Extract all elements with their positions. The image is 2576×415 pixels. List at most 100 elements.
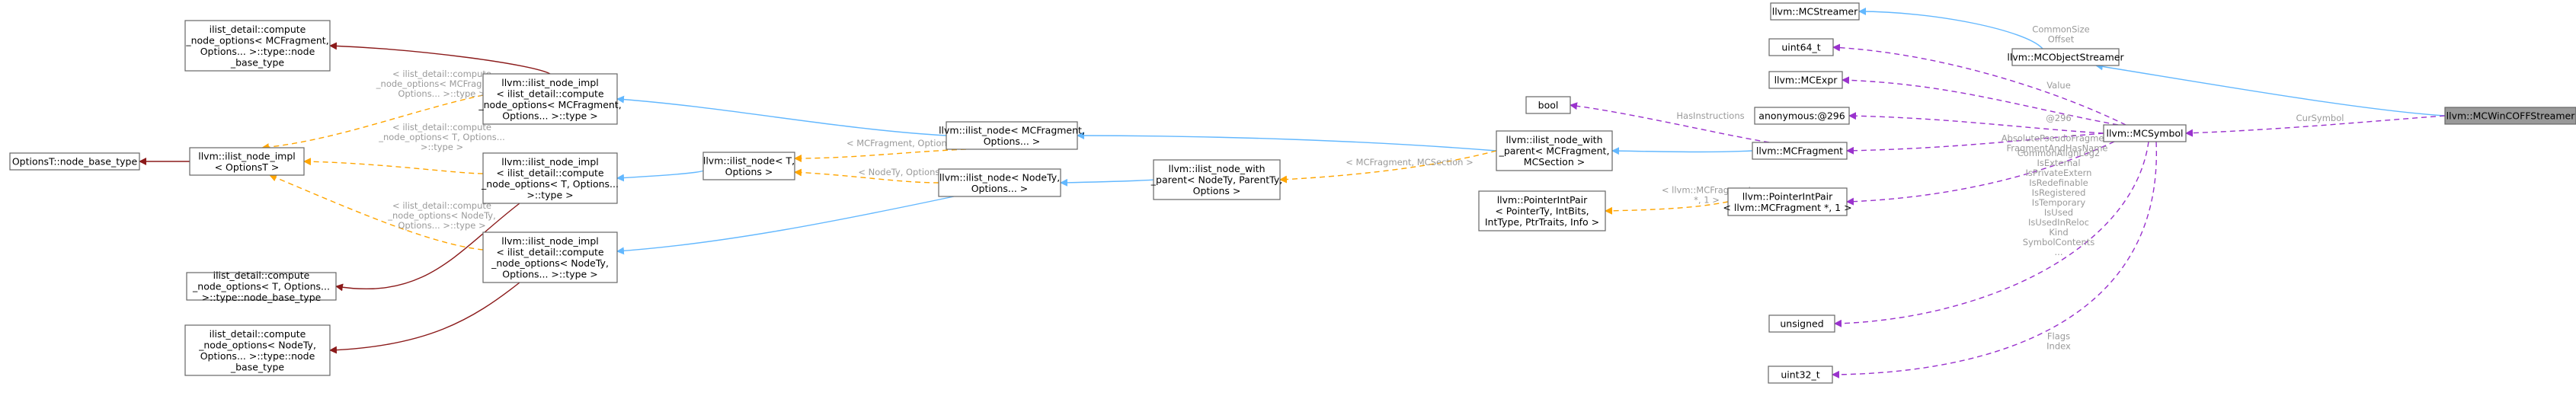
node-label-line: llvm::MCWinCOFFStreamer [2446,110,2576,122]
node-box [2103,124,2187,142]
node-label-line: llvm::MCFragment [1756,145,1843,157]
node-cno-nodety[interactable]: ilist_detail::compute_node_options< Node… [184,324,331,376]
node-label-line: anonymous:@296 [1758,110,1845,122]
edge-labels-layer: CurSymbolCommonSizeOffsetValue@296HasIns… [376,24,2344,352]
node-impl-t[interactable]: llvm::ilist_node_impl< ilist_detail::com… [481,152,619,204]
node-impl-nodety[interactable]: llvm::ilist_node_impl< ilist_detail::com… [482,231,618,283]
edge-impl-frag-to-impl-base [261,94,484,152]
node-pip-frag[interactable]: llvm::PointerIntPair< llvm::MCFragment *… [1723,187,1852,216]
edge-impl-t-to-impl-base [303,158,484,174]
node-label-line: < OptionsT > [215,161,280,173]
node-label-line: llvm::MCSymbol [2106,128,2183,139]
edge-label-line: AbsolutePseudoFragment [2002,133,2114,144]
node-label-line: _base_type [230,361,285,372]
node-box [9,152,140,171]
node-box [482,73,618,125]
node-optionst[interactable]: OptionsT::node_base_type [9,152,140,171]
edge-mcsymbol-to-unsigned [1834,141,2149,327]
node-wincoff[interactable]: llvm::MCWinCOFFStreamer [2444,107,2576,125]
node-bool[interactable]: bool [1525,96,1571,114]
edge-label-hasinstr: HasInstructions [1676,110,1744,121]
node-label-line: Options... >::type > [502,268,597,279]
node-box [1752,142,1848,160]
edge-node-nodety-to-impl-nodety [616,196,955,255]
node-mcstreamer[interactable]: llvm::MCStreamer [1770,2,1860,21]
node-node-frag[interactable]: llvm::ilist_node< MCFragment,Options... … [939,121,1085,150]
node-box [184,20,331,72]
edge-wincoff-to-objstreamer [2095,62,2446,117]
edge-label-line: ... [2055,247,2063,257]
node-box [938,168,1061,197]
node-nwp-frag[interactable]: llvm::ilist_node_with_parent< MCFragment… [1496,130,1613,171]
node-mcfragment[interactable]: llvm::MCFragment [1752,142,1848,160]
node-label-line: _node_options< T, Options... [192,281,330,292]
node-pip[interactable]: llvm::PointerIntPair< PointerTy, IntBits… [1478,190,1606,231]
node-box [946,121,1078,150]
node-mcexpr[interactable]: llvm::MCExpr [1768,71,1843,89]
edge-label-line: @296 [2046,113,2071,123]
edge-label-line: SymbolContents [2023,237,2095,247]
node-label-line: Options... >::type::node [200,350,315,362]
edge-label-line: IsExternal [2037,158,2080,168]
edge-label-line: _node_options< T, Options... [378,132,505,142]
node-label-line: llvm::ilist_node< MCFragment, [939,124,1085,136]
edge-node-t-to-impl-t [616,165,708,182]
node-unsigned[interactable]: unsigned [1768,314,1835,333]
node-nwp[interactable]: llvm::ilist_node_with_parent< NodeTy, Pa… [1150,159,1282,200]
edge-label-impl-nodety-tmpl: < ilist_detail::compute_node_options< No… [387,200,496,231]
node-label-line: _node_options< MCFragment, [478,99,621,110]
node-node-nodety[interactable]: llvm::ilist_node< NodeTy,Options... > [938,168,1061,197]
node-label-line: llvm::MCExpr [1774,75,1838,86]
edge-label-line: HasInstructions [1676,110,1744,121]
node-anon[interactable]: anonymous:@296 [1754,107,1850,125]
node-cno-frag[interactable]: ilist_detail::compute_node_options< MCFr… [184,20,331,72]
edge-label-nwp-tmpl: < MCFragment, MCSection > [1346,157,1473,168]
edge-label-line: IsRegistered [2032,187,2086,198]
node-cno-t[interactable]: ilist_detail::compute_node_options< T, O… [186,270,337,303]
node-box [1768,71,1843,89]
node-box [1768,366,1833,384]
node-label-line: Options... > [971,183,1029,194]
node-impl-base[interactable]: llvm::ilist_node_impl< OptionsT > [189,147,305,176]
node-label-line: _node_options< NodeTy, [491,257,609,269]
edge-label-unsigned-members: CommonAlignLog2IsExternalIsPrivateExtern… [2018,148,2101,257]
edge-label-node-nodety-tmpl: < NodeTy, Options... > [858,167,958,177]
node-box [1768,314,1835,333]
edge-mcfragment-to-nwp-frag [1611,147,1753,155]
node-label-line: Options > [725,166,773,177]
edge-label-node-frag-tmpl: < MCFragment, Options... > [846,138,970,148]
node-box [1478,190,1606,231]
node-objstreamer[interactable]: llvm::MCObjectStreamer [2007,48,2124,66]
node-label-line: Options... >::type > [502,110,597,121]
edge-impl-frag-to-cno-frag [329,42,551,75]
edge-label-line: _node_options< NodeTy, [387,210,496,221]
node-box [1770,2,1860,21]
edge-label-line: >::type > [421,142,463,152]
node-box [1496,130,1613,171]
edge-mcsymbol-to-uint64 [1832,43,2126,126]
node-label-line: llvm::ilist_node< T, [703,155,795,166]
node-uint32[interactable]: uint32_t [1768,366,1833,384]
edge-impl-nodety-to-impl-base [269,174,484,251]
edge-wincoff-to-mcsymbol [2185,115,2446,137]
node-label-line: llvm::PointerIntPair [1742,190,1833,202]
node-label-line: Options > [1193,185,1241,196]
edge-nwp-frag-to-node-frag [1077,132,1497,152]
node-node-t[interactable]: llvm::ilist_node< T,Options > [702,152,795,180]
node-label-line: uint32_t [1781,369,1819,381]
edge-label-line: < MCFragment, Options... > [846,138,970,148]
edge-label-value: Value [2046,80,2071,91]
edge-label-line: _node_options< MCFragment, [376,78,507,89]
node-box [1153,159,1281,200]
node-uint64[interactable]: uint64_t [1768,38,1834,56]
edge-mcsymbol-to-mcexpr [1842,76,2119,126]
edge-nwp-frag-to-nwp [1279,150,1497,184]
node-box [482,152,618,204]
node-mcsymbol[interactable]: llvm::MCSymbol [2103,124,2187,142]
node-impl-frag[interactable]: llvm::ilist_node_impl< ilist_detail::com… [478,73,622,125]
node-label-line: _parent< NodeTy, ParentTy, [1150,174,1282,186]
node-label-line: llvm::ilist_node_with [1169,163,1266,174]
edge-label-line: < ilist_detail::compute [392,69,491,79]
